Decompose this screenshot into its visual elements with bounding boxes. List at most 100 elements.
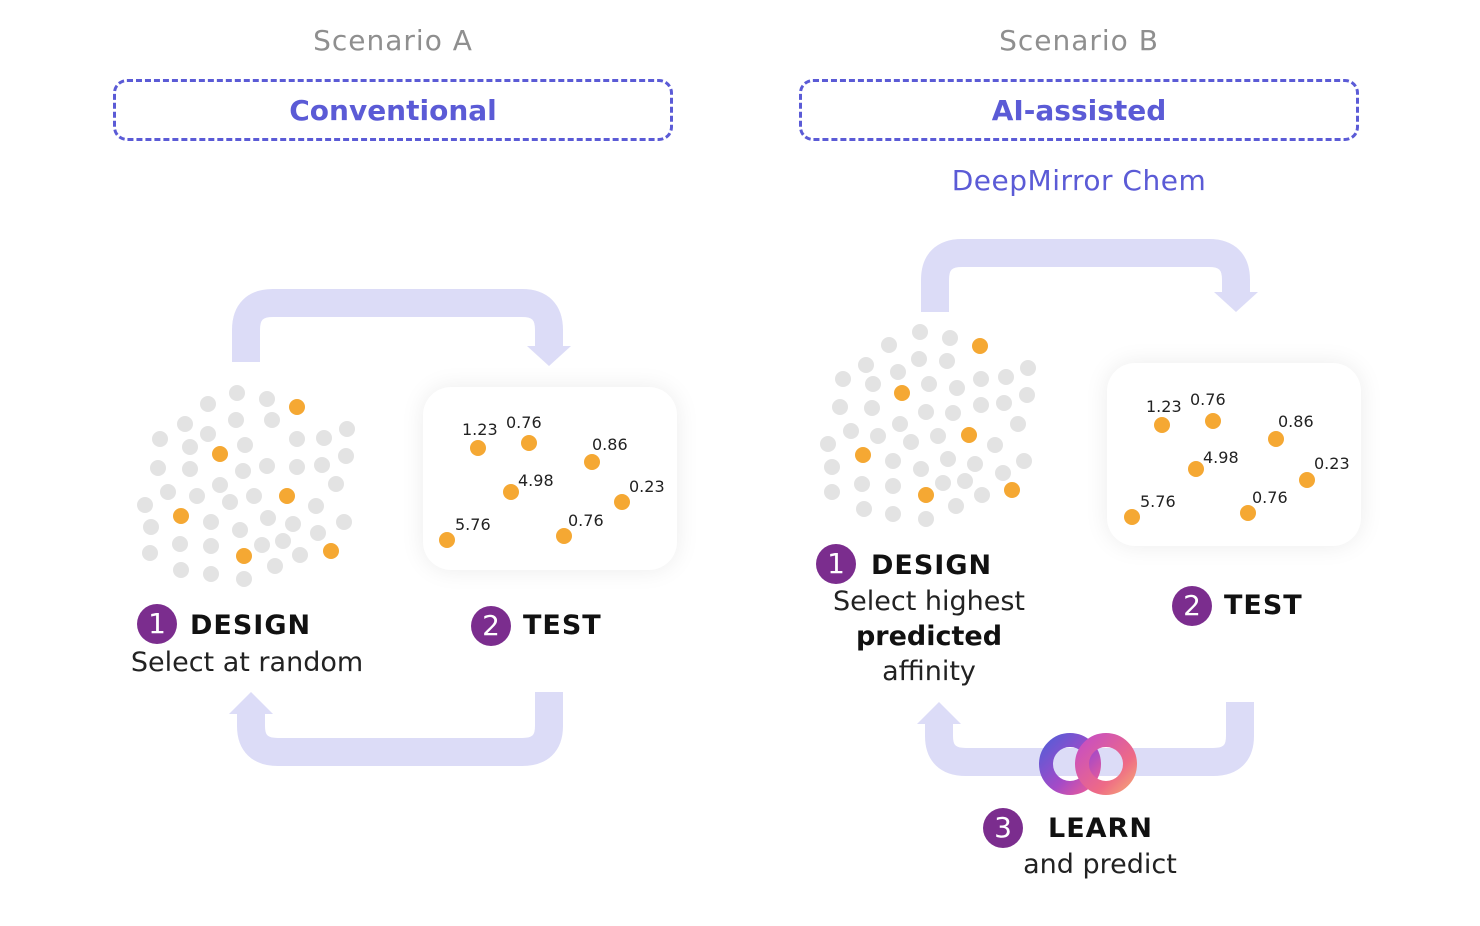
molecule-dot [259, 458, 275, 474]
molecule-dot [942, 330, 958, 346]
molecule-dot [957, 473, 973, 489]
molecule-dot [995, 465, 1011, 481]
molecule-dot [967, 456, 983, 472]
molecule-dot [254, 537, 270, 553]
test-result-value: 1.23 [462, 420, 498, 439]
test-result-dot [1240, 505, 1256, 521]
molecule-dot [264, 412, 280, 428]
scenario-a-design-title: DESIGN [190, 610, 312, 641]
scenario-a-design-badge: 1 [137, 604, 177, 644]
test-result-dot [556, 528, 572, 544]
selected-molecule-dot [961, 427, 977, 443]
selected-molecule-dot [894, 385, 910, 401]
molecule-dot [940, 451, 956, 467]
scenario-b-design-badge: 1 [816, 544, 856, 584]
test-result-value: 0.76 [506, 413, 542, 432]
molecule-dot [1019, 387, 1035, 403]
scenario-b-title: Scenario B [999, 24, 1159, 57]
selected-molecule-dot [279, 488, 295, 504]
molecule-dot [987, 437, 1003, 453]
selected-molecule-dot [855, 447, 871, 463]
molecule-dot [173, 562, 189, 578]
scenario-a-mode-box: Conventional [113, 79, 673, 141]
molecule-dot [881, 337, 897, 353]
scenario-b-design-desc-line1: Select highest [832, 586, 1025, 617]
scenario-b-learn-badge: 3 [983, 808, 1023, 848]
scenario-a-title: Scenario A [313, 24, 473, 57]
test-result-value: 0.76 [1190, 390, 1226, 409]
molecule-dot [935, 475, 951, 491]
test-result-value: 5.76 [1140, 492, 1176, 511]
scenario-b-design-title: DESIGN [871, 550, 993, 581]
test-result-value: 1.23 [1146, 397, 1182, 416]
molecule-dot [865, 376, 881, 392]
molecule-dot [328, 476, 344, 492]
molecule-dot [912, 324, 928, 340]
scenario-b-design-desc: Select highest predicted affinity [800, 584, 1058, 689]
molecule-dot [913, 461, 929, 477]
molecule-dot [1010, 416, 1026, 432]
molecule-dot [289, 431, 305, 447]
scenario-b-learn-desc: and predict [1023, 849, 1177, 880]
test-result-dot [1205, 413, 1221, 429]
molecule-dot [182, 461, 198, 477]
molecule-dot [918, 404, 934, 420]
molecule-dot [314, 457, 330, 473]
scenario-a-test-badge: 2 [471, 606, 511, 646]
molecule-dot [267, 558, 283, 574]
molecule-dot [150, 460, 166, 476]
molecule-dot [142, 545, 158, 561]
molecule-dot [1020, 360, 1036, 376]
molecule-dot [212, 477, 228, 493]
scenario-a-bottom-arrowhead [229, 692, 273, 714]
molecule-dot [885, 453, 901, 469]
scenario-a-test-panel [423, 387, 677, 570]
molecule-dot [232, 522, 248, 538]
scenario-a-top-arrowhead [527, 346, 571, 366]
test-result-dot [439, 532, 455, 548]
molecule-dot [949, 380, 965, 396]
test-result-value: 0.76 [1252, 488, 1288, 507]
molecule-dot [918, 511, 934, 527]
molecule-dot [228, 412, 244, 428]
scenario-b-test-title: TEST [1224, 590, 1303, 621]
selected-molecule-dot [323, 543, 339, 559]
molecule-dot [143, 519, 159, 535]
test-result-value: 4.98 [1203, 448, 1239, 467]
selected-molecule-dot [1004, 482, 1020, 498]
molecule-dot [890, 364, 906, 380]
molecule-dot [308, 498, 324, 514]
molecule-dot [996, 395, 1012, 411]
test-result-value: 5.76 [455, 515, 491, 534]
molecule-dot [903, 434, 919, 450]
molecule-dot [189, 488, 205, 504]
molecule-dot [885, 478, 901, 494]
molecule-dot [235, 463, 251, 479]
molecule-dot [182, 439, 198, 455]
molecule-dot [973, 397, 989, 413]
molecule-dot [930, 428, 946, 444]
molecule-dot [339, 421, 355, 437]
molecule-dot [864, 400, 880, 416]
scenario-b-design-desc-bold: predicted [855, 621, 1003, 652]
test-result-value: 0.76 [568, 511, 604, 530]
molecule-dot [911, 351, 927, 367]
molecule-dot [260, 510, 276, 526]
molecule-dot [285, 516, 301, 532]
molecule-dot [203, 514, 219, 530]
selected-molecule-dot [918, 487, 934, 503]
molecule-dot [824, 484, 840, 500]
test-result-dot [521, 435, 537, 451]
molecule-dot [336, 514, 352, 530]
scenario-a-bottom-arrow [237, 692, 563, 766]
molecule-dot [200, 426, 216, 442]
test-result-value: 0.86 [1278, 412, 1314, 431]
scenario-b-top-arrow [921, 239, 1250, 312]
test-result-value: 0.23 [629, 477, 665, 496]
test-result-value: 0.23 [1314, 454, 1350, 473]
